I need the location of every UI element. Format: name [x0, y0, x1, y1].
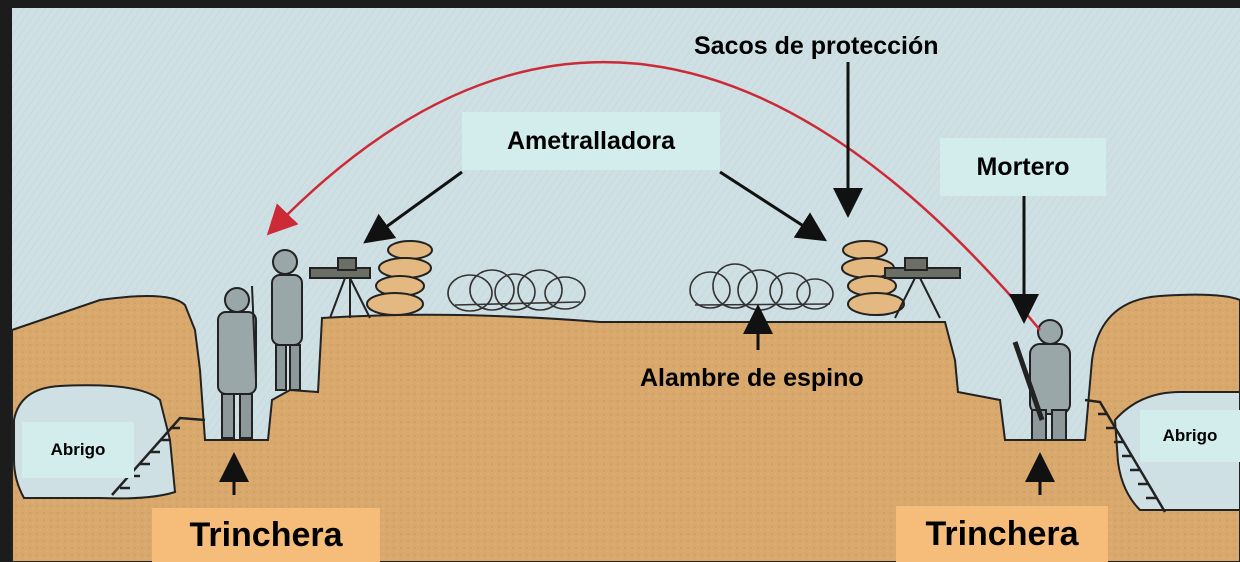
label-sacos-proteccion: Sacos de protección	[694, 32, 939, 60]
barbed-wire-left	[447, 269, 586, 312]
ground-terrain	[11, 293, 1240, 562]
machine-gun-right	[884, 257, 961, 319]
pointer-arrows	[219, 62, 1055, 495]
soldier-machinegunner	[271, 249, 303, 391]
steps-right	[1084, 398, 1167, 513]
label-ametralladora: Ametralladora	[462, 112, 720, 170]
sandbags-left	[366, 240, 433, 316]
steps-left	[111, 416, 206, 496]
label-abrigo-right: Abrigo	[1140, 410, 1240, 462]
label-abrigo-left: Abrigo	[22, 422, 134, 478]
label-trinchera-left: Trinchera	[152, 508, 380, 562]
label-trinchera-right: Trinchera	[896, 506, 1108, 562]
label-alambre-de-espino: Alambre de espino	[640, 364, 864, 392]
label-mortero: Mortero	[940, 138, 1106, 196]
sandbags-right	[841, 240, 905, 316]
machine-gun-left	[309, 257, 371, 319]
soldier-mortar	[1012, 319, 1071, 441]
mortar-trajectory	[266, 60, 1041, 331]
soldier-rifle	[217, 285, 257, 439]
